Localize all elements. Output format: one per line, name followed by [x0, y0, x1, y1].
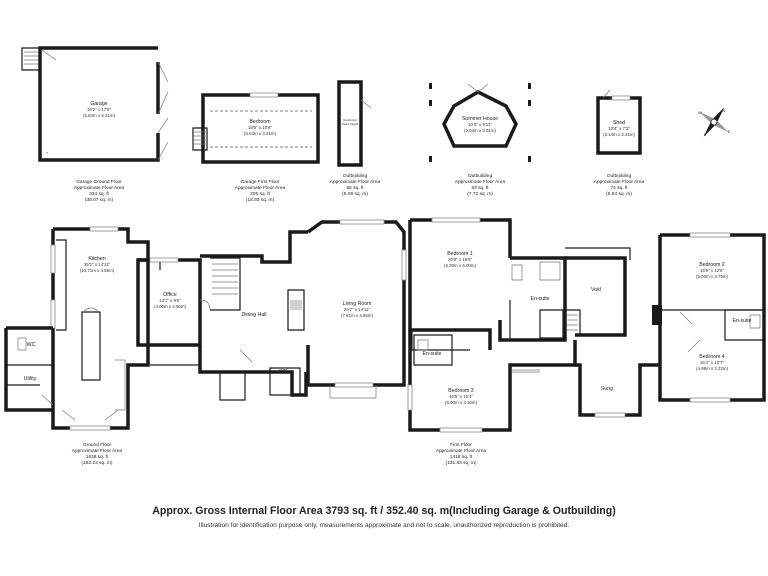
- summer-house-label: Summer House: [462, 116, 498, 122]
- store-caption-area: Approximate Floor Area: [330, 179, 381, 185]
- first-floor: Bedroom 1 20'8" x 16'5" (6.30m x 5.00m) …: [407, 217, 766, 466]
- wc-2-label: WC: [279, 369, 288, 375]
- garage-first-caption-sqm: (18.93 sq. m): [246, 197, 275, 203]
- first-caption-sqm: (131.83 sq. m): [446, 460, 477, 466]
- ground-floor: Kitchen 35'2" x 14'11" (10.71m x 4.55m) …: [4, 219, 407, 466]
- ensuite-1-label: En-suite: [530, 296, 549, 302]
- bedroom-1-metric: (6.30m x 5.00m): [444, 263, 477, 268]
- garage-bedroom-label: Bedroom: [249, 119, 270, 125]
- summer-caption-title: Outbuilding: [468, 173, 493, 179]
- kitchen-label: Kitchen: [88, 256, 105, 262]
- bedroom-1-dim: 20'8" x 16'5": [448, 257, 473, 262]
- bedroom-4-dim: 16'4" x 10'7": [700, 360, 725, 365]
- bedroom-2-label: Bedroom 2: [699, 262, 724, 268]
- store-restricted-label: Restricted: [343, 118, 357, 122]
- garage-room-dim: 19'2" x 17'5": [87, 107, 112, 112]
- garage-first-caption-sqft: 205 sq. ft: [250, 191, 270, 197]
- bedroom-2-dim: 16'5" x 12'5": [700, 268, 725, 273]
- store-head-height-label: Head Height: [342, 122, 359, 126]
- store-caption-title: Outbuilding: [343, 173, 368, 179]
- shed-caption-sqm: (6.84 sq. m): [606, 191, 632, 197]
- wc-1-label: WC: [27, 342, 36, 348]
- ground-caption-sqm: (152.23 sq. m): [82, 460, 113, 466]
- garage-bedroom-metric: (5.63m x 3.21m): [244, 131, 277, 136]
- first-caption-title: First Floor: [450, 442, 472, 448]
- shed-dim: 10'4" x 7'3": [608, 126, 630, 131]
- utility-label: Utility: [24, 376, 37, 382]
- bedroom-3-metric: (5.00m x 3.16m): [445, 400, 478, 405]
- summer-house-dim: 10'0" x 9'11": [468, 122, 492, 127]
- garage-room-metric: (5.84m x 5.31m): [83, 113, 116, 118]
- garage-first-caption-area: Approximate Floor Area: [235, 185, 286, 191]
- svg-text:T: T: [46, 151, 48, 155]
- dining-hall-label: Dining Hall: [241, 312, 266, 318]
- bedroom-4-label: Bedroom 4: [699, 354, 724, 360]
- summer-caption-area: Approximate Floor Area: [455, 179, 506, 185]
- living-room-label: Living Room: [343, 301, 372, 307]
- first-caption-sqft: 1418 sq. ft: [450, 454, 473, 460]
- office-label: Office: [163, 292, 177, 298]
- compass-west: W: [698, 110, 702, 115]
- bedroom-1-label: Bedroom 1: [447, 251, 472, 257]
- garage-ground-caption-sqft: 334 sq. ft: [89, 191, 109, 197]
- office-dim: 13'1" x 8'5": [159, 298, 181, 303]
- living-room-dim: 25'7" x 14'11": [344, 307, 371, 312]
- bedroom-3-label: Bedroom 3: [448, 388, 473, 394]
- summer-caption-sqft: 83 sq. ft: [471, 185, 489, 191]
- bedroom-4-metric: (4.98m x 3.22m): [696, 366, 729, 371]
- garage-first-floor: Bedroom 18'6" x 10'6" (5.63m x 3.21m) Ga…: [192, 92, 320, 203]
- store-caption-sqft: 55 sq. ft: [346, 185, 364, 191]
- disclaimer-note: Illustration for identification purpose …: [198, 522, 570, 529]
- garage-bedroom-dim: 18'6" x 10'6": [248, 125, 273, 130]
- outbuilding-store: Restricted Head Height Outbuilding Appro…: [330, 80, 381, 197]
- first-caption-area: Approximate Floor Area: [436, 448, 487, 454]
- void-label: Void: [591, 287, 601, 293]
- shed-caption-area: Approximate Floor Area: [594, 179, 645, 185]
- compass-icon: N E S W: [698, 107, 731, 137]
- ground-caption-area: Approximate Floor Area: [72, 448, 123, 454]
- compass-south: S: [704, 132, 707, 137]
- store-caption-sqm: (5.09 sq. m): [342, 191, 368, 197]
- garage-first-caption-title: Garage First Floor: [241, 179, 280, 185]
- bedroom-3-dim: 16'5" x 10'4": [449, 394, 474, 399]
- sung-label: Sung: [601, 386, 613, 392]
- summer-house: Summer House 10'0" x 9'11" (3.04m x 3.01…: [429, 83, 531, 197]
- shed-metric: (3.14m x 2.21m): [603, 132, 636, 137]
- garage-room-label: Garage: [90, 101, 107, 107]
- compass-north: N: [723, 108, 726, 113]
- bedroom-2-metric: (5.00m x 3.79m): [696, 274, 729, 279]
- ensuite-3-label: En-suite: [732, 318, 751, 324]
- ensuite-2-label: En-suite: [422, 351, 441, 357]
- summer-house-metric: (3.04m x 3.01m): [464, 128, 497, 133]
- kitchen-dim: 35'2" x 14'11": [84, 262, 111, 267]
- shed-label: Shed: [613, 120, 625, 126]
- garage-ground-caption-title: Garage Ground Floor: [76, 179, 122, 185]
- shed-caption-sqft: 74 sq. ft: [610, 185, 628, 191]
- garage-ground-floor: T Garage 19'2" x 17'5" (5.84m x 5.31m) G…: [21, 46, 169, 203]
- office-metric: (4.00m x 2.56m): [154, 304, 187, 309]
- gross-floor-area-title: Approx. Gross Internal Floor Area 3793 s…: [152, 505, 616, 517]
- compass-east: E: [728, 129, 731, 134]
- shed: Shed 10'4" x 7'3" (3.14m x 2.21m) Outbui…: [594, 89, 645, 197]
- kitchen-metric: (10.71m x 4.55m): [80, 268, 115, 273]
- summer-caption-sqm: (7.72 sq. m): [467, 191, 493, 197]
- garage-ground-caption-area: Approximate Floor Area: [74, 185, 125, 191]
- living-room-metric: (7.81m x 4.55m): [341, 313, 374, 318]
- garage-ground-caption-sqm: (30.07 sq. m): [85, 197, 114, 203]
- ground-caption-title: Ground Floor: [83, 442, 112, 448]
- shed-caption-title: Outbuilding: [607, 173, 632, 179]
- ground-caption-sqft: 1638 sq. ft: [86, 454, 109, 460]
